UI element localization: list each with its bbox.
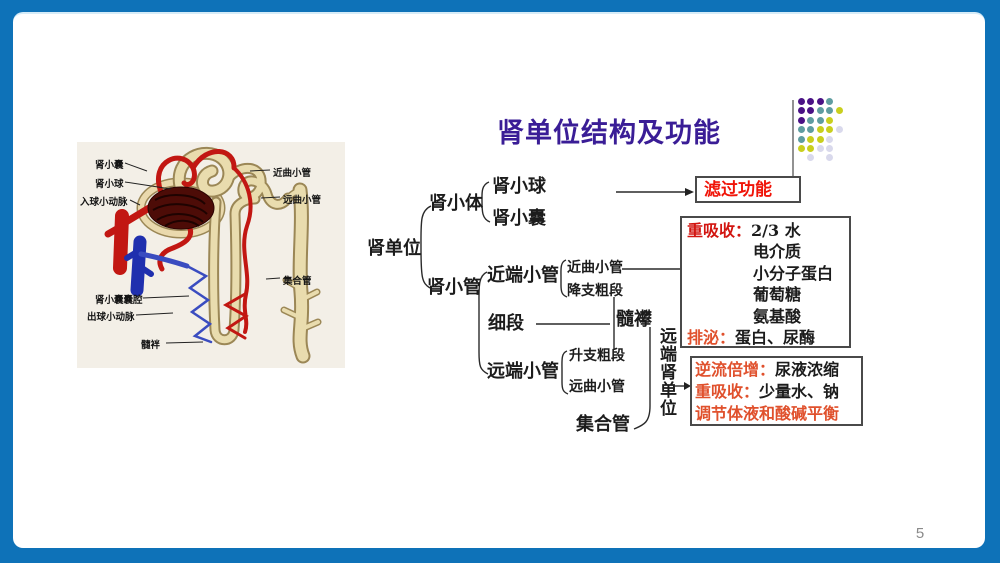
reabsorb-item-amino-acid: 氨基酸 xyxy=(753,306,802,326)
glomerulus xyxy=(147,186,215,230)
decoration-dot xyxy=(807,135,815,143)
tree-node-collecting-duct: 集合管 xyxy=(576,414,630,435)
nephron-figure: 肾小囊 肾小球 入球小动脉 肾小囊囊腔 出球小动脉 髓袢 近曲小管 远曲小管 集… xyxy=(77,142,345,368)
decoration-dot xyxy=(807,145,815,152)
reabsorb-label: 重吸收： xyxy=(687,221,752,240)
decoration-dot xyxy=(807,126,815,134)
decoration-dot xyxy=(826,116,834,124)
tree-node-renal-corpuscle: 肾小体 xyxy=(429,193,483,214)
decoration-dot xyxy=(816,145,824,152)
decoration-dot xyxy=(798,145,805,152)
decoration-dot xyxy=(816,135,824,143)
filtration-text: 滤过功能 xyxy=(704,180,772,200)
decoration-dot xyxy=(816,116,824,124)
figure-label-glomerulus: 肾小球 xyxy=(95,179,124,190)
tree-node-bowman-capsule: 肾小囊 xyxy=(492,208,546,229)
decoration-dot xyxy=(816,98,824,105)
decoration-dot xyxy=(807,98,815,105)
tree-node-distal-tubule: 远端小管 xyxy=(487,361,559,382)
figure-label-efferent-arteriole: 出球小动脉 xyxy=(87,312,135,323)
distal-reabsorb-label: 重吸收： xyxy=(695,382,760,401)
decoration-dot xyxy=(826,126,834,134)
tree-node-descending-thick: 降支粗段 xyxy=(567,283,623,299)
decoration-dot xyxy=(807,116,815,124)
decoration-dot xyxy=(816,107,824,115)
tree-node-ascending-thick: 升支粗段 xyxy=(569,348,625,364)
countercurrent-label: 逆流倍增： xyxy=(695,360,776,379)
decoration-dot xyxy=(826,154,834,162)
decoration-dot xyxy=(798,98,805,105)
decoration-dot xyxy=(826,145,834,152)
figure-label-afferent-arteriole: 入球小动脉 xyxy=(80,197,128,208)
tree-node-proximal-convoluted: 近曲小管 xyxy=(567,260,623,276)
decoration-dot xyxy=(826,98,834,105)
renal-tubules xyxy=(172,146,322,364)
tree-node-medullary-loop: 髓襻 xyxy=(616,309,652,330)
distal-nephron-label: 远端肾单位 xyxy=(656,327,676,417)
distal-function-box: 逆流倍增：尿液浓缩 重吸收：少量水、钠 调节体液和酸碱平衡 xyxy=(690,356,863,426)
decoration-dot xyxy=(798,126,805,134)
reabsorb-item-glucose: 葡萄糖 xyxy=(753,285,802,305)
decoration-dot xyxy=(798,135,805,143)
decoration-dot xyxy=(826,107,834,115)
decoration-dot xyxy=(807,107,815,115)
figure-label-distal-convoluted: 远曲小管 xyxy=(283,195,322,206)
tree-node-thin-segment: 细段 xyxy=(488,313,524,334)
secrete-value: 蛋白、尿酶 xyxy=(735,328,816,348)
figure-label-collecting-duct: 集合管 xyxy=(283,276,312,287)
tree-node-renal-tubule: 肾小管 xyxy=(427,277,481,298)
decoration-dot xyxy=(835,126,843,134)
decoration-dot xyxy=(835,107,843,115)
reabsorb-item-small-protein: 小分子蛋白 xyxy=(753,263,834,283)
dots-decoration xyxy=(798,98,858,168)
bowman-capsule xyxy=(136,177,226,239)
figure-label-medullary-loop: 髓袢 xyxy=(141,340,161,351)
decoration-dot xyxy=(798,107,805,115)
reabsorb-item-electrolytes: 电介质 xyxy=(753,242,802,262)
countercurrent-value: 尿液浓缩 xyxy=(775,360,840,379)
tree-node-distal-convoluted: 远曲小管 xyxy=(569,379,625,395)
decoration-dot xyxy=(816,126,824,134)
page-number: 5 xyxy=(915,525,925,542)
figure-label-proximal-convoluted: 近曲小管 xyxy=(273,168,312,179)
figure-label-capsular-space: 肾小囊囊腔 xyxy=(95,295,143,306)
tree-node-glomerulus: 肾小球 xyxy=(492,176,546,197)
distal-reabsorb-value: 少量水、钠 xyxy=(759,382,840,401)
decoration-dot xyxy=(826,135,834,143)
decoration-dot xyxy=(807,154,815,162)
decoration-dot xyxy=(798,116,805,124)
filtration-box: 滤过功能 xyxy=(695,176,801,203)
reabsorption-box: 重吸收：2/3 水 电介质 小分子蛋白 葡萄糖 氨基酸 排泌：蛋白、尿酶 xyxy=(680,216,851,348)
tree-node-nephron: 肾单位 xyxy=(367,238,421,259)
tree-node-proximal-tubule: 近端小管 xyxy=(487,265,559,286)
secrete-label: 排泌： xyxy=(687,328,736,348)
reabsorb-item-water: 2/3 水 xyxy=(751,221,801,240)
acid-base-balance-label: 调节体液和酸碱平衡 xyxy=(695,404,840,423)
label-pointer-lines xyxy=(124,162,281,344)
page-title: 肾单位结构及功能 xyxy=(497,118,721,149)
figure-label-bowman-capsule: 肾小囊 xyxy=(95,160,124,171)
